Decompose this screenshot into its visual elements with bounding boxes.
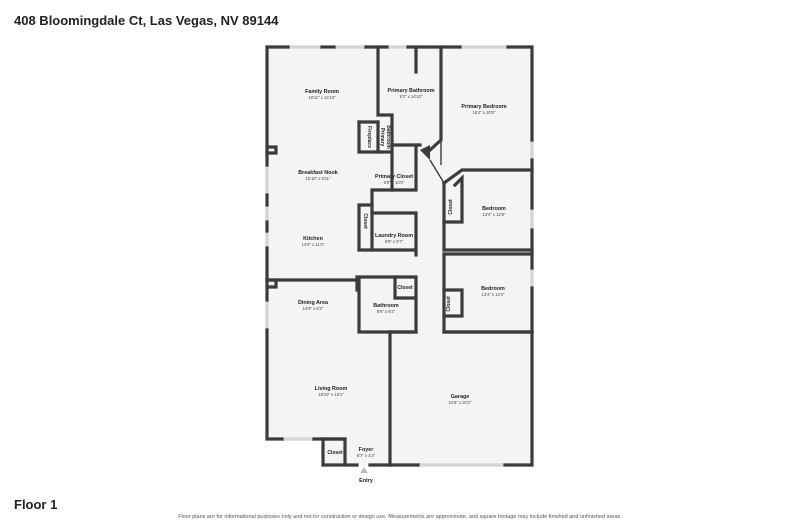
family-room-name: Family Room (305, 89, 339, 95)
bedroom-2-name: Bedroom (481, 286, 505, 292)
primary-closet-name: Primary Closet (375, 174, 413, 180)
primary-bathroom-vertical-label-1: Primary (379, 128, 385, 147)
door-details (420, 140, 445, 184)
primary-bathroom-dim: 9'3" x 14'10" (400, 94, 423, 99)
kitchen-name: Kitchen (303, 236, 323, 242)
interior-walls (265, 45, 534, 467)
bathroom-name: Bathroom (373, 303, 399, 309)
bedroom-2-dim: 13'4" x 12'4" (482, 292, 505, 297)
disclaimer-text: Floor plans are for informational purpos… (178, 514, 622, 520)
living-room-dim: 18'10" x 16'1" (318, 392, 344, 397)
primary-bathroom-vertical-label-2: Bathroom (385, 125, 391, 149)
closet-bathroom-label: Closet (397, 285, 413, 291)
dining-area-name: Dining Area (298, 300, 329, 306)
closet-labels: Fireplace Primary Bathroom Closet Closet… (327, 125, 454, 456)
laundry-room-name: Laundry Room (375, 233, 413, 239)
closet-bedroom1-label: Closet (448, 199, 454, 215)
laundry-room-dim: 6'9" x 5'7" (385, 239, 404, 244)
floor-fill (267, 47, 532, 465)
floor-label: Floor 1 (14, 497, 58, 512)
closet-laundry-label: Closet (362, 213, 368, 229)
windows (265, 45, 534, 467)
fireplace-label: Fireplace (366, 126, 372, 148)
foyer-name: Foyer (359, 447, 375, 453)
garage-dim: 21'8" x 20'2" (449, 400, 472, 405)
breakfast-nook-name: Breakfast Nook (298, 170, 338, 176)
property-address: 408 Bloomingdale Ct, Las Vegas, NV 89144 (14, 13, 279, 28)
entry-arrow-icon (360, 467, 368, 473)
bedroom-1-name: Bedroom (482, 206, 506, 212)
primary-bedroom-dim: 16'4" x 20'8" (473, 110, 496, 115)
dining-area-dim: 14'9" x 8'2" (303, 306, 324, 311)
foyer-dim: 6'7" x 4'2" (357, 453, 376, 458)
entry-name: Entry (359, 478, 373, 484)
living-room-name: Living Room (315, 386, 348, 392)
garage-name: Garage (451, 394, 470, 400)
closet-bedroom2-label: Closet (446, 296, 452, 312)
kitchen-dim: 14'8" x 11'4" (302, 242, 325, 247)
breakfast-nook-dim: 15'10" x 8'11" (306, 176, 331, 181)
closet-foyer-label: Closet (327, 450, 343, 456)
primary-bathroom-name: Primary Bathroom (387, 88, 434, 94)
family-room-dim: 18'11" x 14'10" (308, 95, 336, 100)
primary-closet-dim: 6'9" x 10'0" (384, 180, 405, 185)
bathroom-dim: 8'6" x 8'2" (377, 309, 396, 314)
bedroom-1-dim: 13'4" x 12'6" (483, 212, 506, 217)
primary-bedroom-name: Primary Bedroom (461, 104, 506, 110)
room-labels: Family Room 18'11" x 14'10" Breakfast No… (298, 88, 507, 484)
